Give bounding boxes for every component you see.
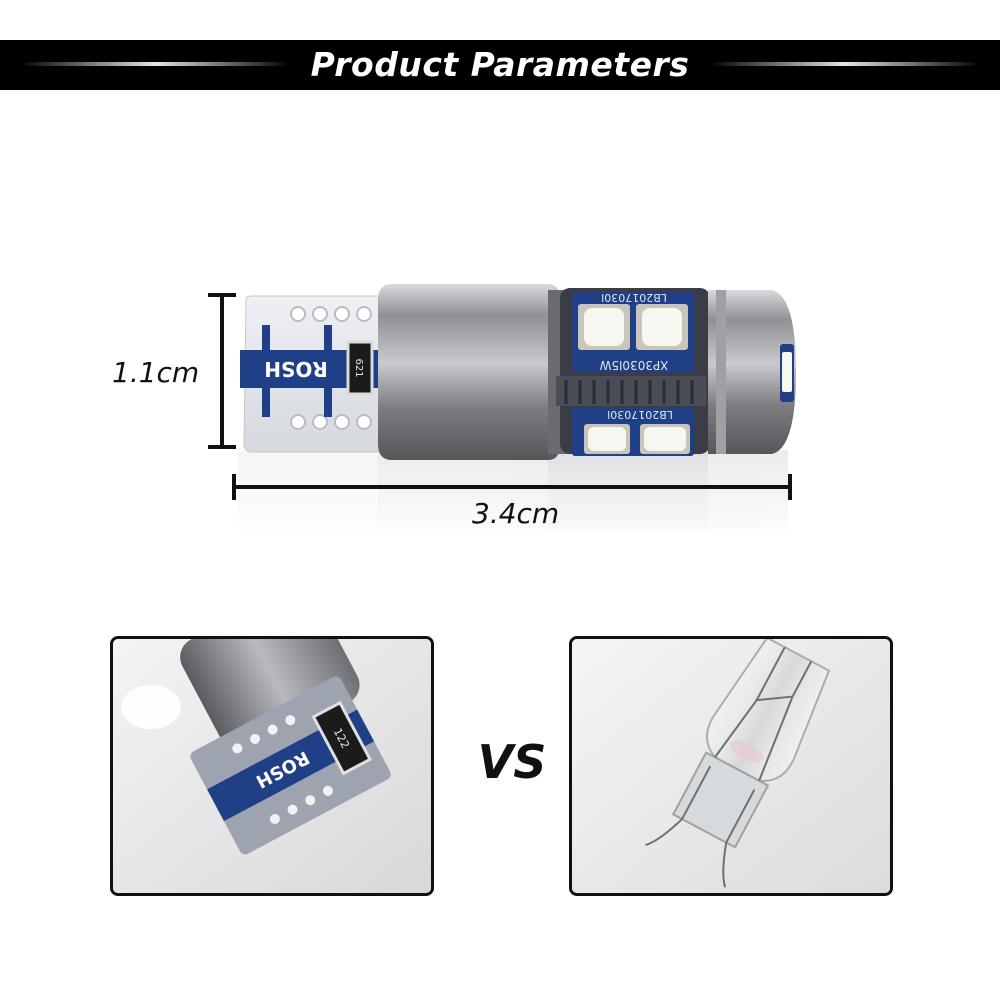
led-bulb-illustration: ROSH 621 [208, 284, 820, 545]
led-marking-top-front: XP3030l5W [599, 358, 668, 372]
vs-text: VS [478, 735, 547, 789]
banner-glow-left [20, 62, 290, 66]
length-dimension-label: 3.4cm [472, 497, 560, 530]
incandescent-bulb-photo [572, 639, 890, 893]
aluminium-housing [378, 284, 572, 460]
product-diagram: ROSH 621 [112, 284, 820, 545]
length-dimension-line [232, 474, 792, 500]
reflection-fade [220, 455, 820, 545]
led-chip-module [556, 288, 710, 456]
page-title: Product Parameters [310, 45, 690, 84]
led-closeup-panel: ROSH 122 [110, 636, 434, 896]
incandescent-bulb-panel [569, 636, 893, 896]
vs-separator-mark: VS [478, 735, 547, 789]
height-dimension-label: 1.1cm [112, 356, 200, 389]
height-dimension-line [208, 293, 236, 449]
led-marking-bottom-back: LB2017030l [607, 408, 673, 421]
header-banner: Product Parameters [0, 40, 1000, 90]
led-closeup-photo: ROSH 122 [113, 639, 431, 893]
wedge-pcb-base [240, 295, 383, 453]
banner-glow-right [710, 62, 980, 66]
resistor-marking: 621 [353, 358, 364, 377]
led-marking-top-back: LB2017030l [601, 291, 667, 304]
pcb-brand-marking: ROSH [264, 357, 328, 381]
front-cap [708, 290, 796, 454]
